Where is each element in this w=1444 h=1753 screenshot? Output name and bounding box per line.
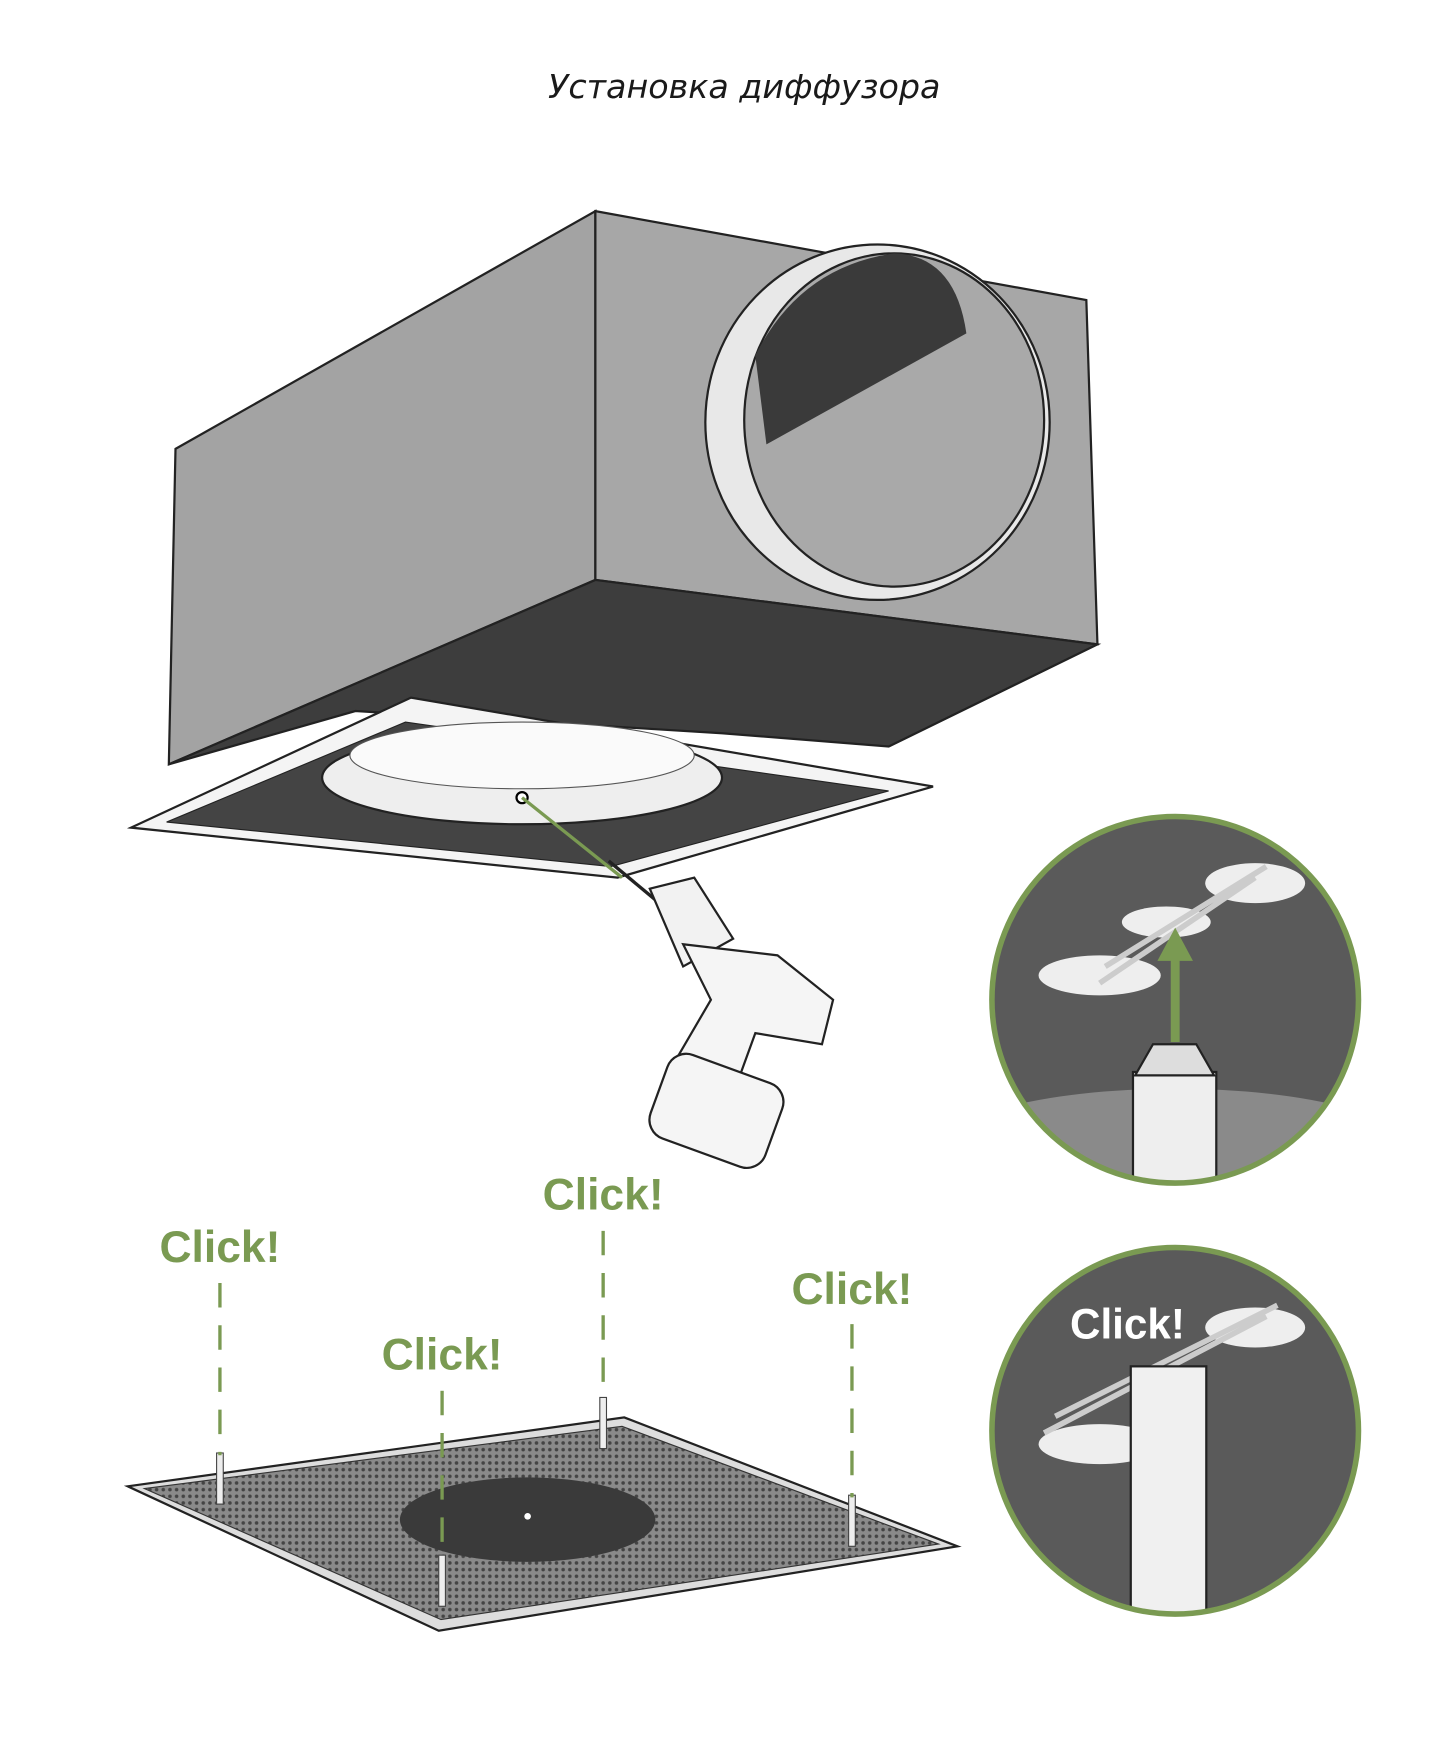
detail-hook-insertion (989, 813, 1362, 1186)
detail-hook-clicked: Click! (989, 1244, 1362, 1617)
click-label-right: Click! (791, 1265, 912, 1314)
plenum-box (167, 209, 1102, 767)
click-label-left: Click! (159, 1223, 280, 1272)
click-label-center: Click! (382, 1331, 503, 1380)
alignment-lines (218, 1230, 854, 1556)
arrow-up-icon (1157, 927, 1193, 961)
diffuser-panel (123, 1230, 962, 1632)
drill-icon (607, 859, 835, 1169)
click-label-top: Click! (543, 1171, 664, 1220)
mounting-plate (126, 696, 934, 879)
click-label-detail: Click! (1070, 1301, 1185, 1348)
duct-collar (704, 243, 1051, 602)
mounting-pins (216, 1396, 856, 1607)
diagram-title: Установка диффузора (548, 67, 940, 106)
